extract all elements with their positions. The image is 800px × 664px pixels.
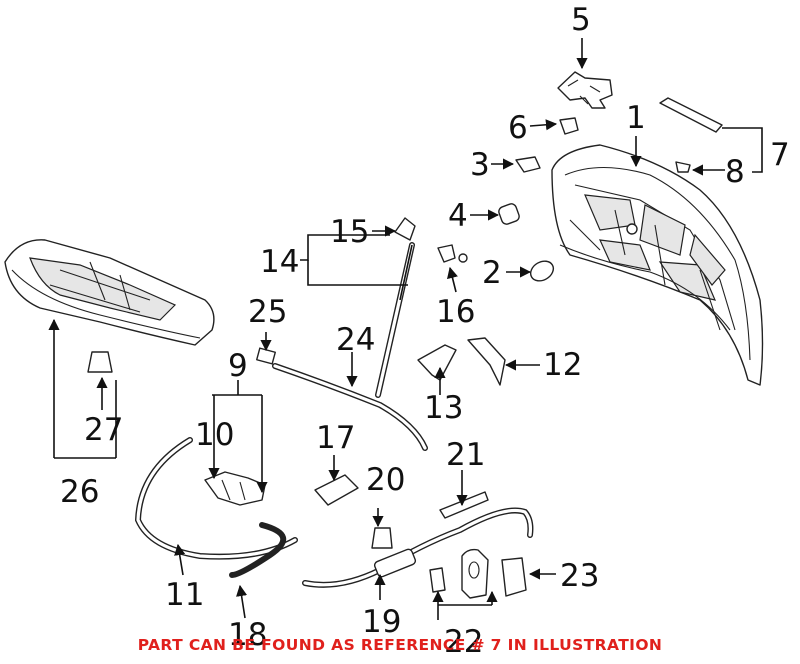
bracket-12 [467, 337, 506, 386]
insulation-pad [4, 239, 215, 346]
callout-25: 25 [248, 294, 287, 330]
latch-plate [314, 474, 359, 506]
prop-rod [272, 363, 428, 451]
bumper-6 [559, 117, 579, 135]
reference-note: PART CAN BE FOUND AS REFERENCE # 7 IN IL… [137, 636, 663, 654]
callout-1: 1 [626, 100, 646, 136]
release-handle [429, 548, 489, 599]
callout-20: 20 [366, 462, 405, 498]
callout-15: 15 [330, 214, 369, 250]
ball-stud-16 [437, 244, 468, 263]
callout-4: 4 [448, 198, 468, 234]
cable-bracket [439, 491, 489, 519]
callout-27: 27 [84, 412, 123, 448]
bumper-4 [498, 203, 520, 225]
callout-9: 9 [228, 348, 248, 384]
clip-27 [87, 351, 113, 373]
callout-16: 16 [436, 294, 475, 330]
bumper-25 [256, 347, 276, 365]
gas-strut [375, 242, 415, 398]
callout-5: 5 [571, 2, 591, 38]
callout-6: 6 [508, 110, 528, 146]
callout-22: 22 [444, 624, 483, 660]
bolt-3 [515, 156, 541, 173]
callout-23: 23 [560, 558, 599, 594]
callout-10: 10 [195, 417, 234, 453]
callout-24: 24 [336, 322, 375, 358]
strut-clip-15 [394, 217, 416, 241]
callout-26: 26 [60, 474, 99, 510]
callout-17: 17 [316, 420, 355, 456]
release-cable [302, 507, 534, 588]
clip-8 [675, 161, 691, 173]
callout-13: 13 [424, 390, 463, 426]
bracket-13 [417, 344, 457, 381]
callout-19: 19 [362, 604, 401, 640]
seal-strip [659, 97, 723, 133]
callout-11: 11 [165, 577, 204, 613]
callout-2: 2 [482, 255, 502, 291]
hood-seal [134, 437, 298, 578]
hood-panel [551, 144, 764, 386]
push-pin [371, 527, 393, 549]
callout-8: 8 [725, 154, 745, 190]
callout-18: 18 [228, 617, 267, 653]
callout-7: 7 [770, 137, 790, 173]
callout-12: 12 [543, 347, 582, 383]
callout-labels: 5 6 1 7 8 3 4 2 15 14 16 12 13 25 24 9 1… [60, 2, 790, 660]
handle-bezel [501, 557, 527, 597]
hood-hinge [557, 71, 613, 109]
cap-2 [529, 260, 555, 282]
callout-3: 3 [470, 147, 490, 183]
leader-lines [48, 38, 763, 620]
callout-21: 21 [446, 437, 485, 473]
callout-14: 14 [260, 244, 299, 280]
